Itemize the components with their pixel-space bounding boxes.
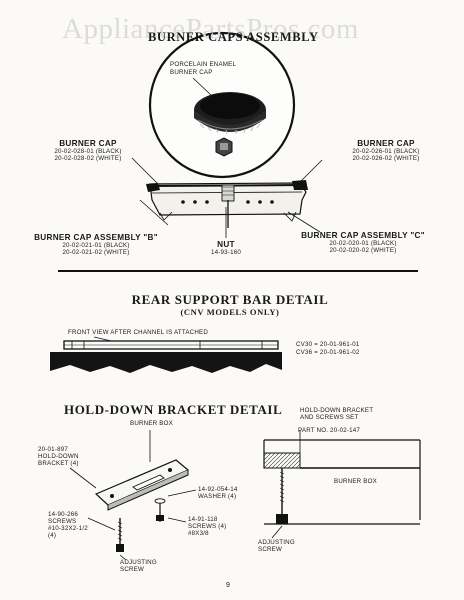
cv30-part-label: CV30 = 20-01-961-01 <box>296 341 360 348</box>
assembly-c-title: BURNER CAP ASSEMBLY "C" <box>301 231 425 240</box>
rear-support-bar-subtitle: (CNV MODELS ONLY) <box>180 307 280 317</box>
left-burner-cap-title: BURNER CAP <box>59 139 117 148</box>
bracket-name-line2: BRACKET (4) <box>38 460 79 467</box>
burner-caps-title: BURNER CAPS ASSEMBLY <box>148 30 319 44</box>
right-burner-cap-title: BURNER CAP <box>357 139 415 148</box>
right-burner-cap-part-black: 20-02-026-01 (BLACK) <box>352 148 420 155</box>
washer-label: 14-92-054-14 WASHER (4) <box>198 486 238 500</box>
bracket-part-number: 20-01-897 <box>38 446 69 453</box>
left-adjusting-screw-label: ADJUSTING SCREW <box>120 559 157 573</box>
right-screws-name: SCREWS (4) <box>188 523 227 530</box>
right-adjusting-line1: ADJUSTING <box>258 539 295 546</box>
assembly-b-label: BURNER CAP ASSEMBLY "B" 20-02-021-01 (BL… <box>26 233 166 256</box>
assembly-b-title: BURNER CAP ASSEMBLY "B" <box>34 233 158 242</box>
nut-part-number: 14-93-160 <box>210 249 241 256</box>
assembly-c-part-white: 20-02-020-02 (WHITE) <box>329 247 397 254</box>
rear-support-bar-title: REAR SUPPORT BAR DETAIL <box>131 292 329 307</box>
right-burner-cap-label: BURNER CAP 20-02-026-01 (BLACK) 20-02-02… <box>328 139 444 162</box>
porcelain-label-line2: BURNER CAP <box>170 69 213 76</box>
front-view-label: FRONT VIEW AFTER CHANNEL IS ATTACHED <box>68 329 209 336</box>
section1-leader-lines <box>131 157 323 238</box>
left-screws-size: #10-32x2-1/2 <box>48 525 88 532</box>
right-screws-size: #8x3/8 <box>188 530 209 537</box>
right-screws-part-number: 14-91-118 <box>188 516 218 523</box>
left-adjusting-line1: ADJUSTING <box>120 559 157 566</box>
left-screws-part-number: 14-90-266 <box>48 511 79 518</box>
right-adjusting-line2: SCREW <box>258 546 283 553</box>
right-screws-label: 14-91-118 SCREWS (4) #8x3/8 <box>188 516 226 537</box>
left-burner-cap-label: BURNER CAP 20-02-028-01 (BLACK) 20-02-02… <box>30 139 146 162</box>
left-screws-name: SCREWS <box>48 518 77 525</box>
left-burner-cap-part-white: 20-02-028-02 (WHITE) <box>54 155 122 162</box>
section3-leader-lines <box>69 467 197 561</box>
burner-box-side-view <box>263 430 421 539</box>
assembly-c-label: BURNER CAP ASSEMBLY "C" 20-02-020-01 (BL… <box>290 231 436 254</box>
washer-name: WASHER (4) <box>198 493 237 500</box>
washer-part-number: 14-92-054-14 <box>198 486 238 493</box>
porcelain-leader-line <box>192 77 213 97</box>
left-burner-cap-part-black: 20-02-028-01 (BLACK) <box>54 148 122 155</box>
hold-down-bracket-label: 20-01-897 HOLD-DOWN BRACKET (4) <box>38 446 79 467</box>
right-burner-cap-part-white: 20-02-026-02 (WHITE) <box>352 155 420 162</box>
porcelain-label-line1: PORCELAIN ENAMEL <box>170 61 237 68</box>
kit-line2: AND SCREWS SET <box>300 414 359 421</box>
assembly-b-part-black: 20-02-021-01 (BLACK) <box>62 242 130 249</box>
bracket-screws-drawing <box>116 498 166 552</box>
porcelain-burner-cap-drawing <box>194 92 266 135</box>
kit-line1: HOLD-DOWN BRACKET <box>300 407 374 414</box>
burner-box-label: BURNER BOX <box>130 420 173 427</box>
assembly-c-part-black: 20-02-020-01 (BLACK) <box>329 240 397 247</box>
kit-part-number: PART NO. 20-02-147 <box>298 427 361 434</box>
cv36-part-label: CV36 = 20-01-961-02 <box>296 349 360 356</box>
right-adjusting-screw-label: ADJUSTING SCREW <box>258 539 295 553</box>
nut-label: NUT 14-93-160 <box>200 240 252 256</box>
hold-down-kit-label: HOLD-DOWN BRACKET AND SCREWS SET <box>300 407 373 421</box>
rear-support-bar-drawing <box>50 340 282 373</box>
hold-down-bracket-title: HOLD-DOWN BRACKET DETAIL <box>64 402 283 417</box>
page-number: 9 <box>226 582 230 589</box>
watermark: AppliancePartsPros.com <box>62 13 359 45</box>
nut-drawing <box>215 137 233 157</box>
left-screws-label: 14-90-266 SCREWS #10-32x2-1/2 (4) <box>48 511 88 539</box>
right-burner-box-label: BURNER BOX <box>334 478 377 485</box>
left-screws-quantity: (4) <box>48 532 57 539</box>
bracket-name-line1: HOLD-DOWN <box>38 453 79 460</box>
assembly-b-part-white: 20-02-021-02 (WHITE) <box>62 249 130 256</box>
hold-down-bracket-drawing <box>94 459 190 511</box>
burner-base-drawing <box>146 180 308 228</box>
left-adjusting-line2: SCREW <box>120 566 145 573</box>
nut-title: NUT <box>217 240 235 249</box>
